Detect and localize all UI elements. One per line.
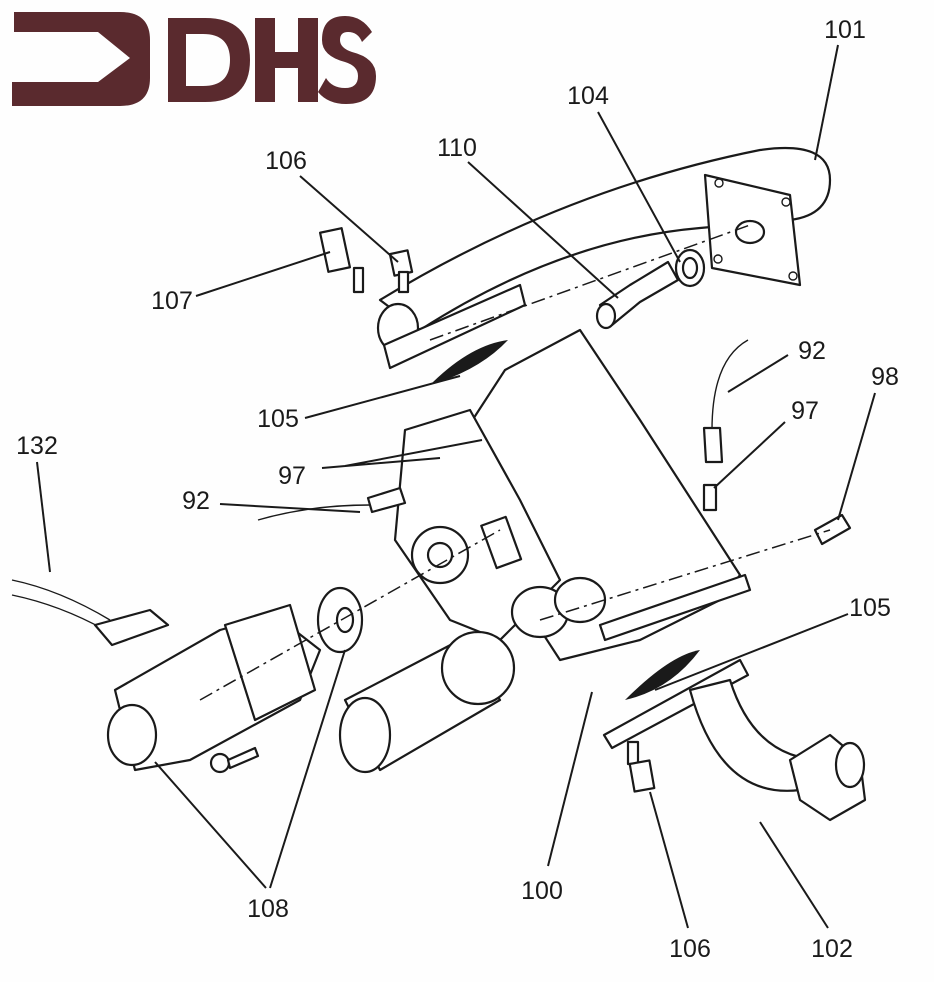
callout-105-right: 105 [849, 594, 891, 622]
screw-107 [318, 227, 365, 294]
wire-92-left [257, 486, 407, 521]
valve-body-100 [393, 328, 752, 750]
callout-98: 98 [871, 363, 899, 391]
washer-104 [674, 248, 706, 288]
callout-102: 102 [811, 935, 853, 963]
fitting-110 [595, 260, 680, 330]
disc-108 [316, 586, 364, 654]
wire-92-right [702, 339, 749, 512]
callout-106-top: 106 [265, 147, 307, 175]
screw-98 [813, 513, 852, 546]
callout-104: 104 [567, 82, 609, 110]
wire-132 [11, 579, 170, 647]
callout-108: 108 [247, 895, 289, 923]
callout-97-left: 97 [278, 462, 306, 490]
callout-132: 132 [16, 432, 58, 460]
callout-106-bottom: 106 [669, 935, 711, 963]
callout-92-right: 92 [798, 337, 826, 365]
centerline [539, 529, 831, 621]
outlet-pipe-102 [688, 678, 867, 822]
callout-92-left: 92 [182, 487, 210, 515]
solenoid-cylinder [338, 576, 607, 774]
callout-110: 110 [437, 134, 477, 162]
screw-106-top [388, 249, 414, 294]
callout-105-left: 105 [257, 405, 299, 433]
callout-107: 107 [151, 287, 193, 315]
callout-100: 100 [521, 877, 563, 905]
coil-108 [106, 603, 322, 774]
screw-106-bottom [626, 740, 656, 793]
centerline [429, 224, 751, 341]
inlet-pipe-101 [376, 146, 832, 354]
leader-lines [36, 44, 876, 929]
callout-97-right: 97 [791, 397, 819, 425]
gasket-105-top [382, 283, 527, 385]
callout-101: 101 [824, 16, 866, 44]
centerline [199, 529, 501, 701]
dhs-logo [12, 12, 376, 106]
